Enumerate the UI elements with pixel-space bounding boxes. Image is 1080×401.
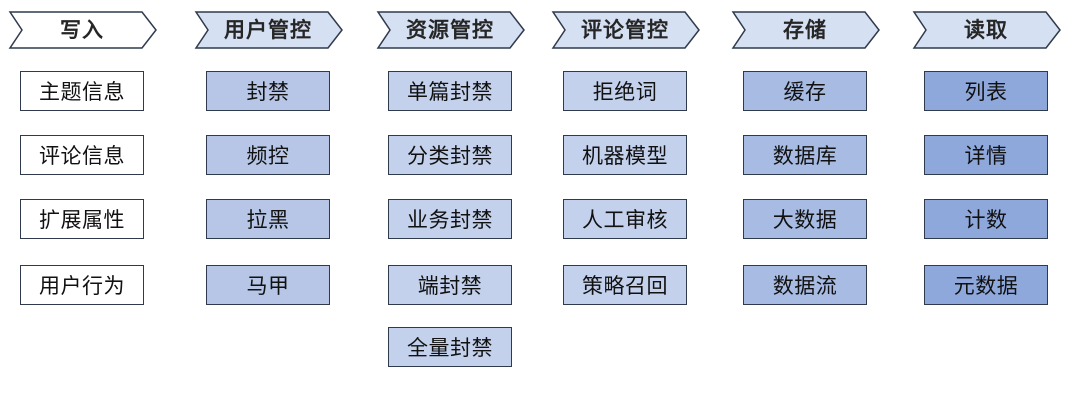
item-full-ban: 全量封禁 [388,327,512,367]
item-machine-model: 机器模型 [563,135,687,175]
chevron-shape [194,11,343,49]
item-metadata: 元数据 [924,265,1048,305]
item-category-ban: 分类封禁 [388,135,512,175]
item-ban: 封禁 [206,71,330,111]
item-cache: 缓存 [743,71,867,111]
item-database: 数据库 [743,135,867,175]
item-client-ban: 端封禁 [388,265,512,305]
item-comment-info: 评论信息 [20,135,144,175]
item-reject-words: 拒绝词 [563,71,687,111]
header-label: 存储 [783,18,827,42]
header-write: 写入 [8,11,158,49]
item-strategy-recall: 策略召回 [563,265,687,305]
item-extended-attrs: 扩展属性 [20,199,144,239]
header-label: 资源管控 [406,18,494,42]
item-blacklist: 拉黑 [206,199,330,239]
chevron-shape [551,11,700,49]
header-storage: 存储 [731,11,881,49]
chevron-shape [8,11,157,49]
chevron-shape [376,11,525,49]
header-label: 写入 [60,18,104,42]
item-count: 计数 [924,199,1048,239]
chevron-shape [912,11,1061,49]
item-user-behavior: 用户行为 [20,265,144,305]
item-data-stream: 数据流 [743,265,867,305]
item-big-data: 大数据 [743,199,867,239]
chevron-shape [731,11,880,49]
header-label: 评论管控 [581,18,669,42]
item-business-ban: 业务封禁 [388,199,512,239]
header-comment-control: 评论管控 [551,11,701,49]
item-detail: 详情 [924,135,1048,175]
item-manual-review: 人工审核 [563,199,687,239]
header-user-control: 用户管控 [194,11,344,49]
header-label: 读取 [964,18,1008,42]
item-list: 列表 [924,71,1048,111]
header-label: 用户管控 [224,18,312,42]
header-read: 读取 [912,11,1062,49]
item-frequency-control: 频控 [206,135,330,175]
item-single-article-ban: 单篇封禁 [388,71,512,111]
item-sockpuppet: 马甲 [206,265,330,305]
header-resource-control: 资源管控 [376,11,526,49]
item-topic-info: 主题信息 [20,71,144,111]
